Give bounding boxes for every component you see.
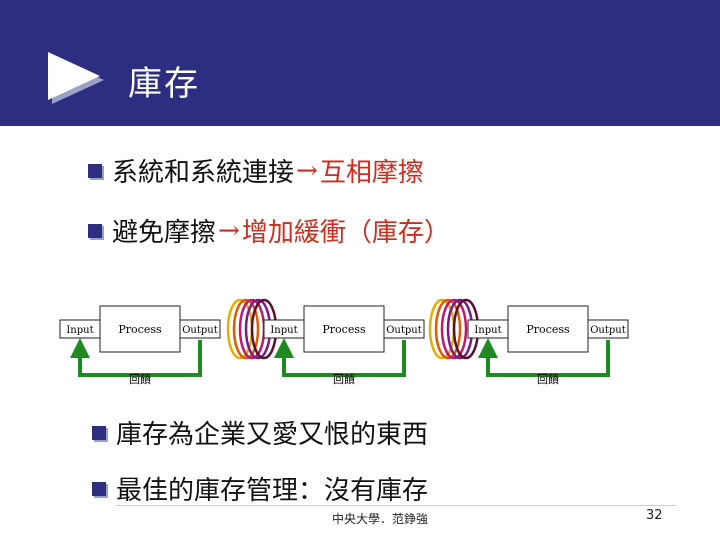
arrow-right-icon: → [296,155,318,186]
footer-author: 中央大學．范錚強 [332,512,429,526]
feedback-arrow [70,338,202,377]
process-label: Process [118,323,162,336]
process-unit-2: Input Process Output 回饋 [263,305,425,386]
process-label: Process [526,323,570,336]
bullet-3: 庫存為企業又愛又恨的東西 [92,414,428,451]
feedback-label: 回饋 [333,372,355,386]
arrow-right-icon: → [218,215,240,246]
input-label: Input [66,325,93,336]
play-arrow-icon [48,52,104,104]
title-band: 庫存 [0,0,720,126]
input-label: Input [270,325,297,336]
feedback-arrow [478,338,610,377]
bullet-2: 避免摩擦 → 增加緩衝（庫存） [88,212,450,249]
bullet-square-icon [92,425,106,440]
output-label: Output [386,325,422,336]
bullet-4-text: 最佳的庫存管理：沒有庫存 [116,476,429,506]
feedback-arrow [274,338,406,377]
process-label: Process [322,323,366,336]
output-label: Output [590,325,626,336]
slide-title: 庫存 [128,64,200,104]
bullet-3-text: 庫存為企業又愛又恨的東西 [116,420,429,450]
process-chain-diagram: Input Process Output 回饋 Input Process Ou… [59,298,629,386]
process-unit-3: Input Process Output 回饋 [467,305,629,386]
bullet-1-text: 系統和系統連接 [112,158,295,188]
bullet-2-text: 避免摩擦 [112,218,217,248]
bullet-square-icon [92,481,106,496]
input-label: Input [474,325,501,336]
bullet-2-result: 增加緩衝（庫存） [241,218,450,248]
bullet-1: 系統和系統連接 → 互相摩擦 [88,152,424,189]
process-unit-1: Input Process Output 回饋 [59,305,221,386]
page-number: 32 [646,508,663,523]
output-label: Output [182,325,218,336]
feedback-label: 回饋 [129,372,151,386]
bullet-1-result: 互相摩擦 [319,158,424,188]
bullet-square-icon [88,223,102,238]
feedback-label: 回饋 [537,372,559,386]
bullet-4: 最佳的庫存管理：沒有庫存 [92,470,428,507]
bullet-square-icon [88,163,102,178]
footer-divider [116,505,676,506]
